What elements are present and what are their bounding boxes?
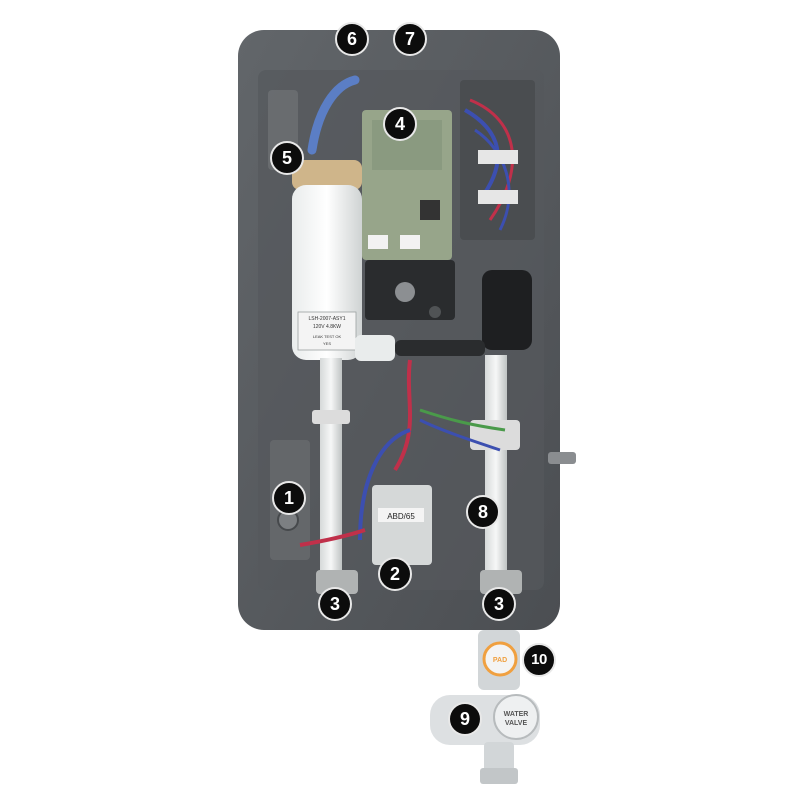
element-label-line1: LSH-2007-ASY1 [309, 316, 346, 322]
pad-label: PAD [493, 657, 507, 664]
element-label-line4: YES [323, 341, 331, 346]
callout-7: 7 [393, 22, 427, 56]
callout-2: 2 [378, 557, 412, 591]
top-hose [307, 75, 360, 155]
callout-8: 8 [466, 495, 500, 529]
bracket-label: ABD/65 [387, 512, 415, 521]
pad-disc [482, 641, 518, 677]
callout-9: 9 [448, 702, 482, 736]
callout-1: 1 [272, 481, 306, 515]
element-label-line2: 120V 4.8KW [313, 324, 341, 330]
callout-6: 6 [335, 22, 369, 56]
tank-outlet-pipe [320, 358, 342, 578]
callout-4: 4 [383, 107, 417, 141]
callout-3-right: 3 [482, 587, 516, 621]
thermal-cutout [372, 485, 432, 565]
valve-text-line2: VALVE [505, 720, 528, 727]
blue-wire [358, 428, 411, 541]
valve-text-line1: WATER [504, 711, 529, 718]
element-label-line3: LEAK TEST OK [313, 334, 342, 339]
callout-3-left: 3 [318, 587, 352, 621]
callout-10: 10 [522, 643, 556, 677]
flow-pump [482, 270, 532, 350]
valve-knob [493, 694, 539, 740]
callout-5: 5 [270, 141, 304, 175]
heating-tank-cap [292, 160, 362, 190]
right-pipe [485, 355, 507, 580]
red-wire [393, 359, 412, 472]
